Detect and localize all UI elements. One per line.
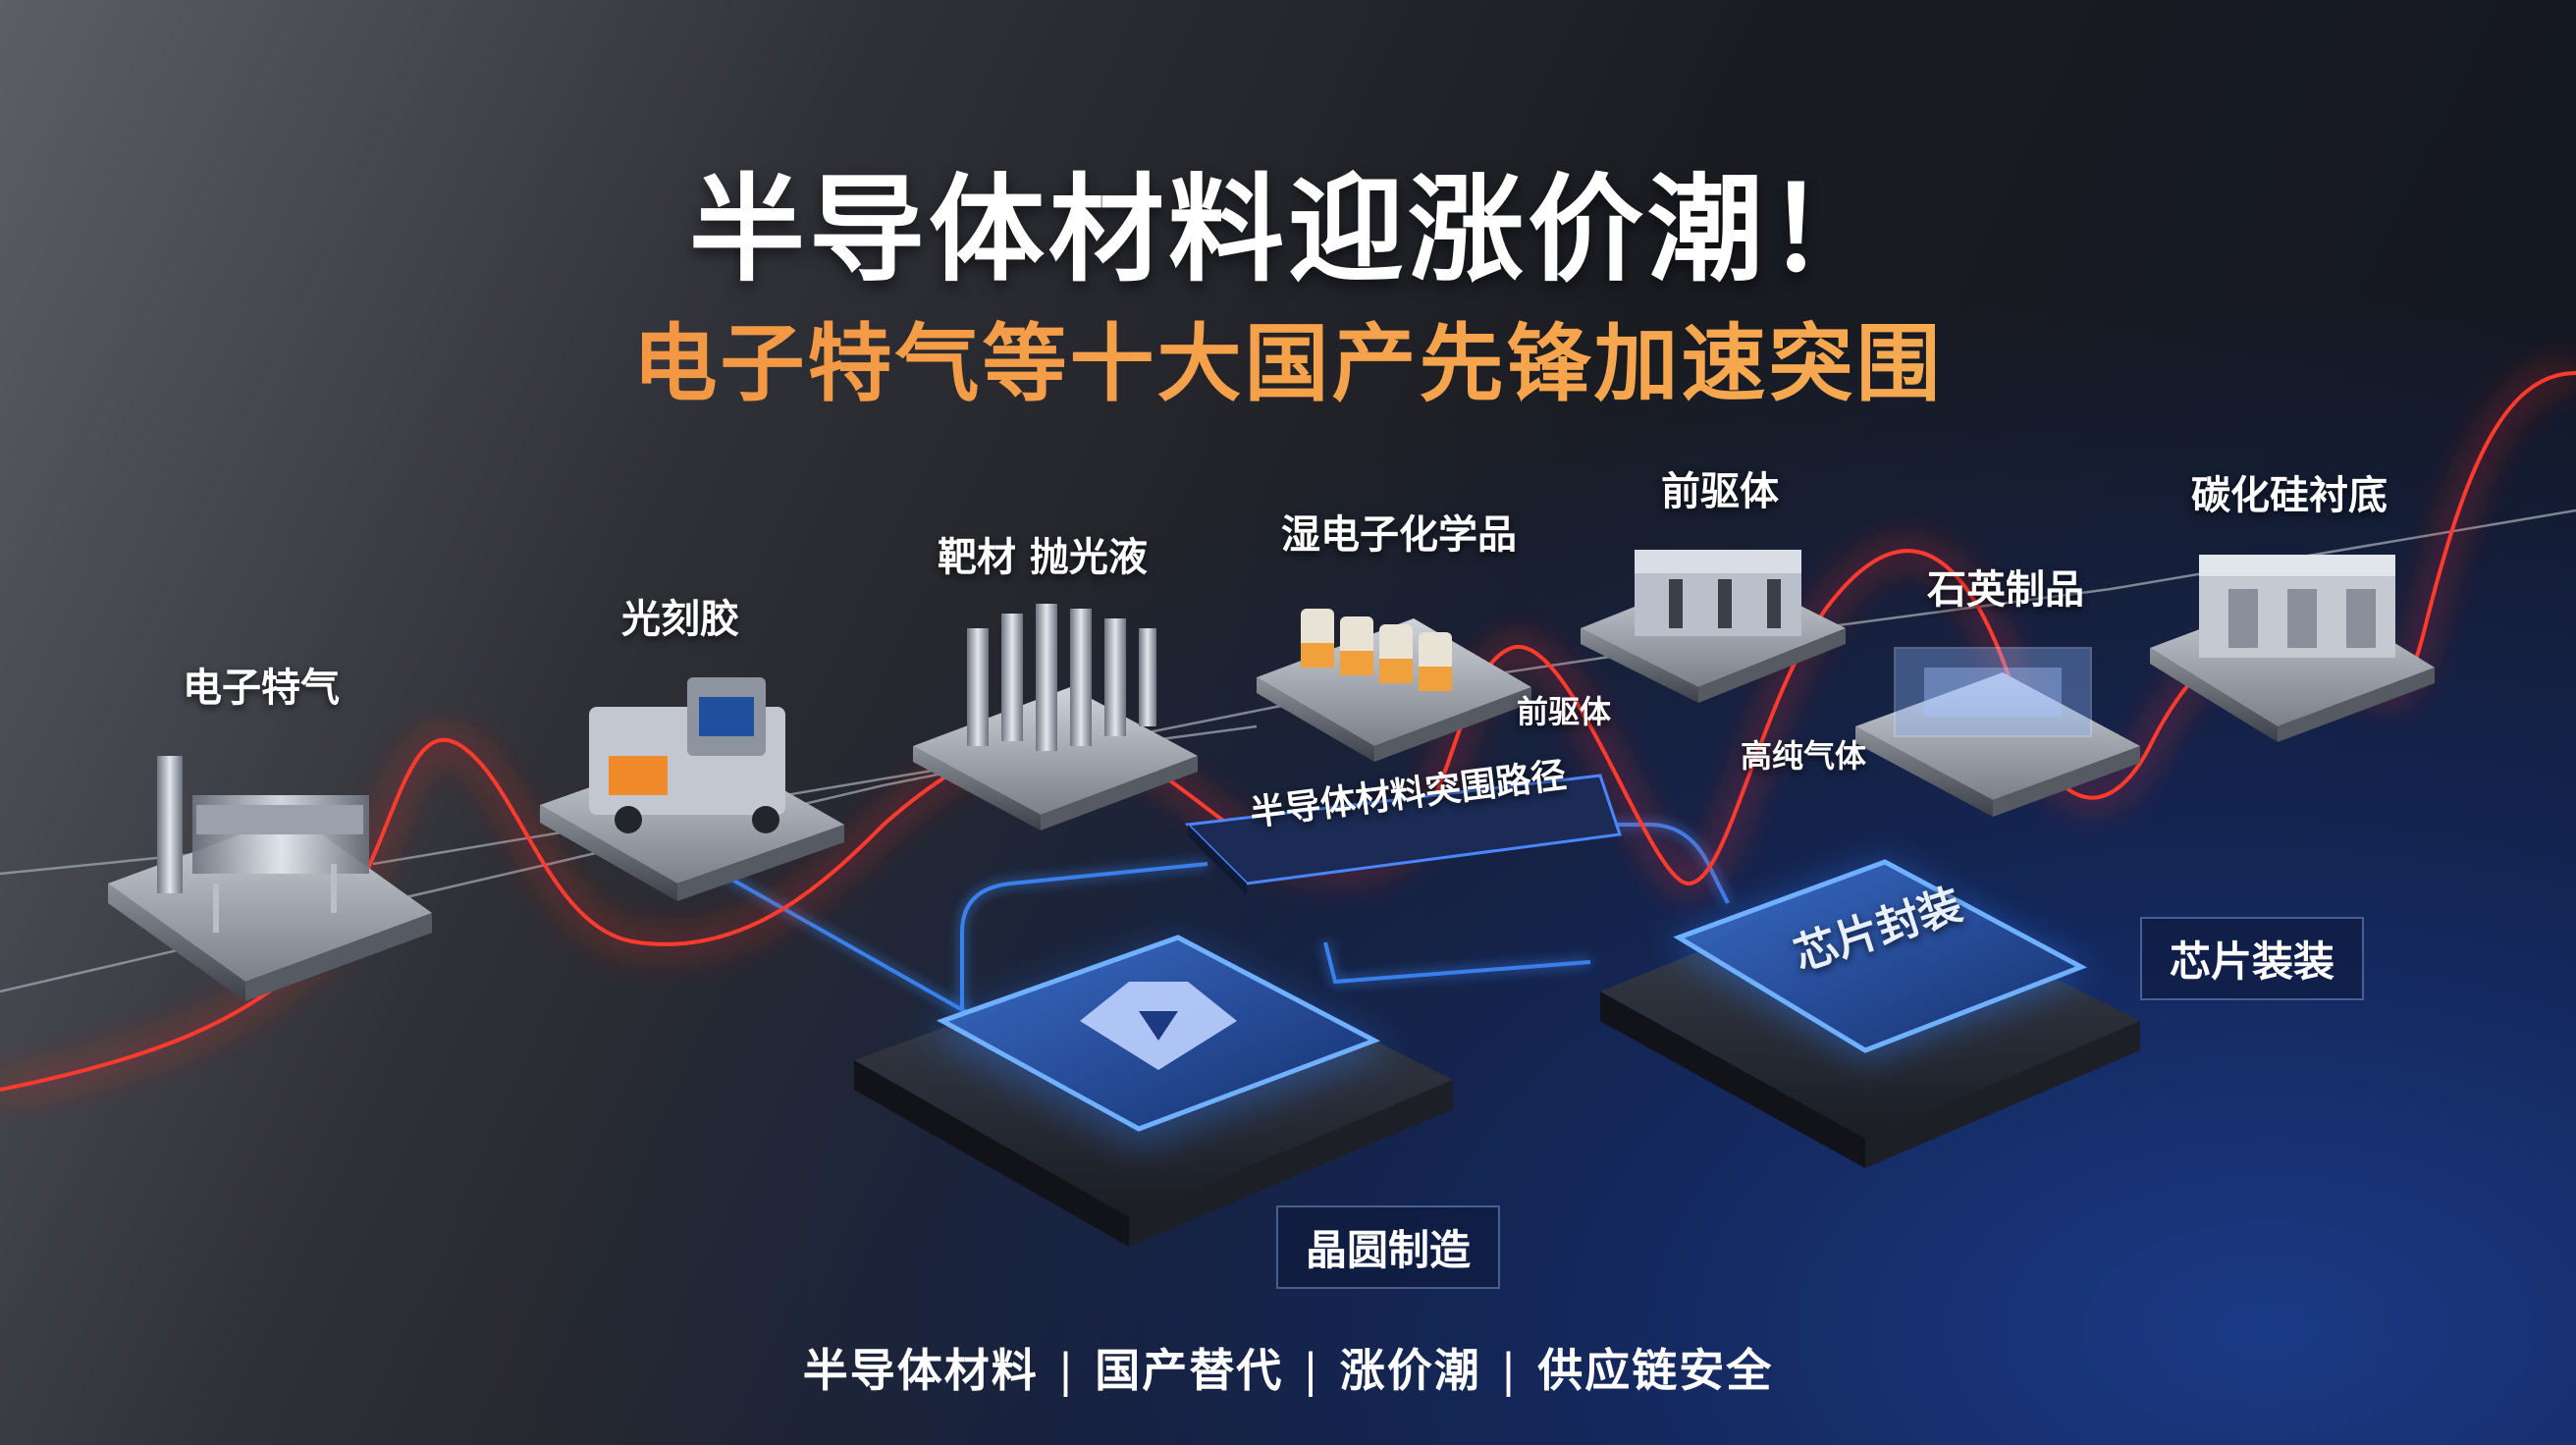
footer-tags: 半导体材料 | 国产替代 | 涨价潮 | 供应链安全 <box>0 1335 2576 1400</box>
platform-quartz <box>1855 647 2140 817</box>
footer-tag: 供应链安全 <box>1537 1344 1774 1397</box>
wafer-chip <box>854 935 1453 1247</box>
footer-tag: 半导体材料 <box>802 1344 1039 1397</box>
label-quartz: 石英制品 <box>1927 567 2084 613</box>
label-photoresist: 光刻胶 <box>621 597 739 642</box>
platform-sic <box>2150 555 2435 742</box>
platform-target <box>913 604 1198 830</box>
footer-separator: | <box>1057 1344 1076 1397</box>
label-electronic-gas: 电子特气 <box>183 666 340 711</box>
platform-precursor <box>1581 550 1846 703</box>
main-title: 半导体材料迎涨价潮！ <box>688 162 1887 297</box>
subtitle: 电子特气等十大国产先锋加速突围 <box>0 294 2576 417</box>
footer-separator: | <box>1500 1344 1519 1397</box>
footer-tag: 涨价潮 <box>1339 1344 1481 1397</box>
packaging-chip <box>1600 859 2140 1168</box>
packaging-label: 芯片装装 <box>2140 917 2365 1000</box>
label-precursor: 前驱体 <box>1661 469 1779 514</box>
footer-tag: 国产替代 <box>1095 1344 1284 1397</box>
platform-electronic-gas <box>108 756 432 1001</box>
curve-label-precursor: 前驱体 <box>1517 693 1612 730</box>
platform-photoresist <box>540 677 844 901</box>
curve-label-high-purity-gas: 高纯气体 <box>1741 737 1867 775</box>
footer-separator: | <box>1303 1344 1320 1397</box>
wafer-label: 晶圆制造 <box>1276 1205 1501 1289</box>
path-banner-plate <box>1184 774 1622 895</box>
circuit-traces <box>686 823 1730 1023</box>
label-target-polish: 靶材 抛光液 <box>938 535 1148 580</box>
platform-wet-chemicals <box>1257 609 1531 762</box>
label-sic-substrate: 碳化硅衬底 <box>2191 473 2388 518</box>
label-wet-chemicals: 湿电子化学品 <box>1281 512 1517 558</box>
